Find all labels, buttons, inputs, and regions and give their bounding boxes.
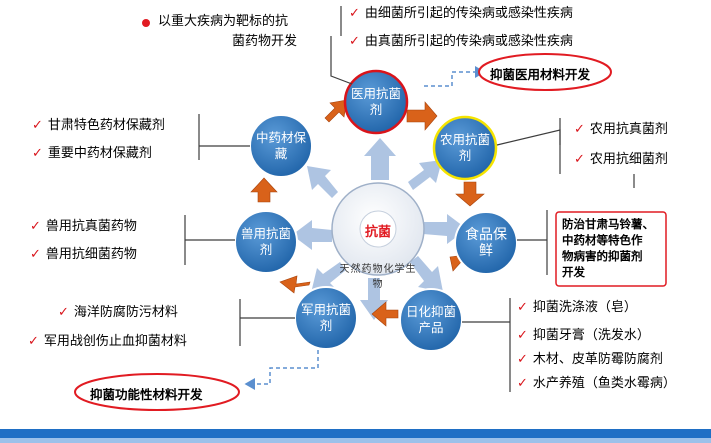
food-box-line4: 开发: [562, 265, 585, 279]
agri-item-2: ✓农用抗细菌剂: [574, 152, 668, 167]
check-icon: ✓: [349, 34, 360, 49]
pale-arrow-downright: [410, 256, 443, 292]
node-veterinary[interactable]: [234, 210, 298, 274]
food-box: [555, 211, 667, 287]
top-bullet-line2: 菌药物开发: [232, 34, 298, 49]
label-tcm: 中药材保藏: [256, 130, 307, 161]
orange-arrow-medical-to-agri: [406, 101, 438, 131]
connector-lines: [184, 6, 635, 392]
medical-item-2: ✓由真菌所引起的传染病或感染性疾病: [349, 34, 573, 49]
center-inner-circle: [359, 210, 397, 248]
daily-item-1: ✓抑菌洗涤液（皂）: [517, 300, 637, 315]
node-food[interactable]: [454, 211, 518, 275]
check-icon: ✓: [574, 122, 585, 137]
food-box-line3: 物病害的抑菌剂: [562, 249, 643, 263]
connector-top-bullet: [330, 36, 353, 85]
bottom-accent-bar: [0, 429, 711, 438]
check-icon: ✓: [30, 219, 41, 234]
dashed-arrow-to-medical-oval: [424, 66, 486, 87]
medical-oval: [478, 53, 612, 91]
vet-item-1: ✓兽用抗真菌药物: [30, 219, 137, 234]
vet-item-2: ✓兽用抗细菌药物: [30, 247, 137, 262]
bottom-accent-bar-fade: [0, 438, 711, 443]
check-icon: ✓: [517, 300, 528, 315]
daily-item-2: ✓抑菌牙膏（洗发水）: [517, 328, 650, 343]
food-box-line1: 防治甘肃马铃薯、: [562, 217, 654, 231]
label-food: 食品保鲜: [465, 227, 507, 259]
check-icon: ✓: [58, 305, 69, 320]
red-dot-bullet: [142, 19, 150, 27]
connector-agri: [496, 129, 561, 146]
node-daily[interactable]: [399, 288, 463, 352]
pale-arrow-upleft: [307, 166, 338, 198]
cycle-arrows: [250, 99, 485, 327]
check-icon: ✓: [517, 352, 528, 367]
military-item-1: ✓海洋防腐防污材料: [58, 305, 178, 320]
food-box-line2: 中药材等特色作: [562, 233, 643, 247]
medical-item-1: ✓由细菌所引起的传染病或感染性疾病: [349, 6, 573, 21]
military-item-2: ✓军用战创伤止血抑菌材料: [28, 334, 187, 349]
medical-oval-text: 抑菌医用材料开发: [490, 67, 591, 82]
label-military: 军用抗菌剂: [301, 302, 352, 333]
label-agri: 农用抗菌剂: [440, 132, 491, 163]
orange-arrow-daily-to-military: [371, 301, 399, 327]
check-icon: ✓: [517, 328, 528, 343]
bottom-oval: [74, 373, 240, 411]
check-icon: ✓: [28, 334, 39, 349]
tcm-item-1: ✓甘肃特色药材保藏剂: [32, 118, 165, 133]
daily-item-4: ✓水产养殖（鱼类水霉病）: [517, 376, 676, 391]
check-icon: ✓: [574, 152, 585, 167]
dashed-arrow-to-bottom-oval: [244, 350, 319, 390]
check-icon: ✓: [30, 247, 41, 262]
tcm-item-2: ✓重要中药材保藏剂: [32, 146, 152, 161]
top-bullet-line1: 以重大疾病为靶标的抗: [158, 14, 289, 29]
label-veterinary: 兽用抗菌剂: [241, 226, 292, 257]
label-daily: 日化抑菌产品: [406, 304, 457, 335]
check-icon: ✓: [517, 376, 528, 391]
agri-item-1: ✓农用抗真菌剂: [574, 122, 668, 137]
node-medical[interactable]: [343, 69, 409, 135]
center-ring-text: 天然药物化学生物: [339, 264, 417, 290]
check-icon: ✓: [32, 118, 43, 133]
orange-arrow-agri-to-food: [455, 181, 485, 207]
pale-arrow-upright: [408, 160, 442, 190]
label-medical: 医用抗菌剂: [351, 86, 402, 117]
center-main-text: 抗菌: [364, 225, 391, 240]
pale-arrow-left: [292, 220, 332, 250]
orange-arrow-vet-to-tcm: [250, 177, 278, 203]
bottom-oval-text: 抑菌功能性材料开发: [90, 387, 203, 402]
daily-item-3: ✓木材、皮革防霉防腐剂: [517, 352, 663, 367]
check-icon: ✓: [32, 146, 43, 161]
orange-arrow-military-to-vet: [279, 275, 311, 294]
node-agri[interactable]: [432, 115, 498, 181]
orange-arrow-tcm-to-medical: [324, 99, 348, 123]
check-icon: ✓: [349, 6, 360, 21]
pale-arrow-downleft: [311, 262, 346, 293]
pale-arrow-up: [364, 138, 396, 180]
